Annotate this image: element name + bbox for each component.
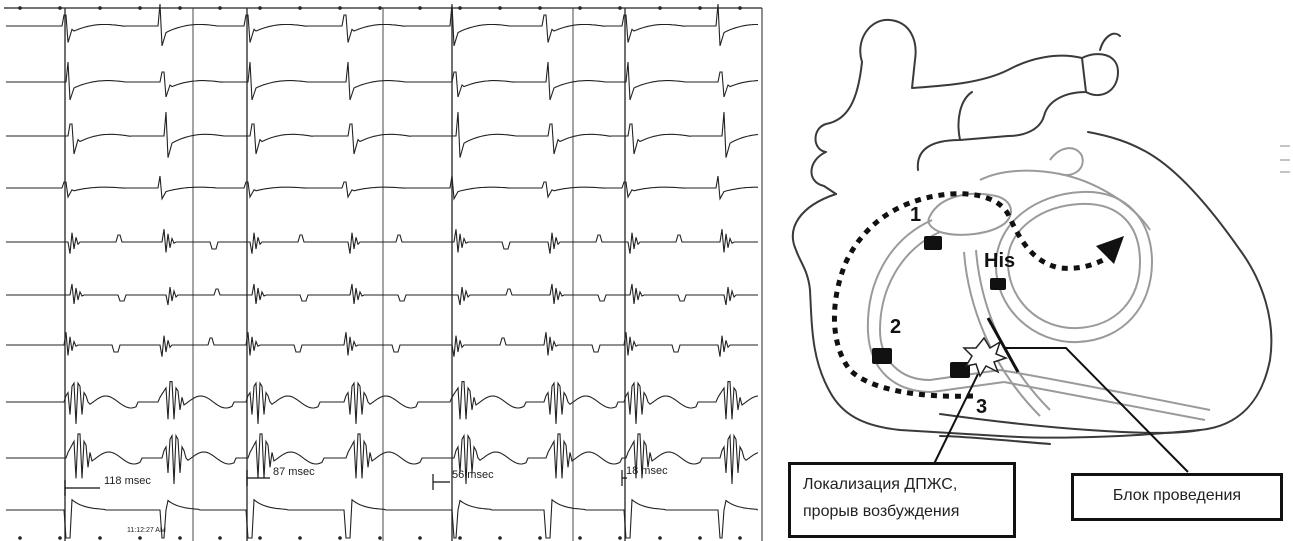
edge-ticks [1280,146,1290,172]
localization-text-line1: Локализация ДПЖС, [803,471,1005,498]
localization-callout-box: Локализация ДПЖС, прорыв возбуждения [788,462,1016,538]
electrode-his [990,278,1006,290]
point-label-3: 3 [976,396,987,419]
vena-cava-outline [811,62,862,194]
conduction-block-text: Блок проведения [1113,487,1241,504]
block-leader-line [1004,348,1188,472]
annulus-ring [928,194,1011,235]
point-label-1: 1 [910,204,921,227]
electrode-1 [924,236,942,250]
point-label-2: 2 [890,316,901,339]
his-label: His [984,250,1015,273]
reentry-dotted-path [834,194,1110,397]
electrode-2 [872,348,892,364]
lower-conduction-band [1000,370,1210,420]
conduction-block-callout-box: Блок проведения [1071,473,1283,521]
aorta-outline [860,20,1086,170]
branch-vessel [1100,34,1120,50]
localization-text-line2: прорыв возбуждения [803,498,1005,525]
